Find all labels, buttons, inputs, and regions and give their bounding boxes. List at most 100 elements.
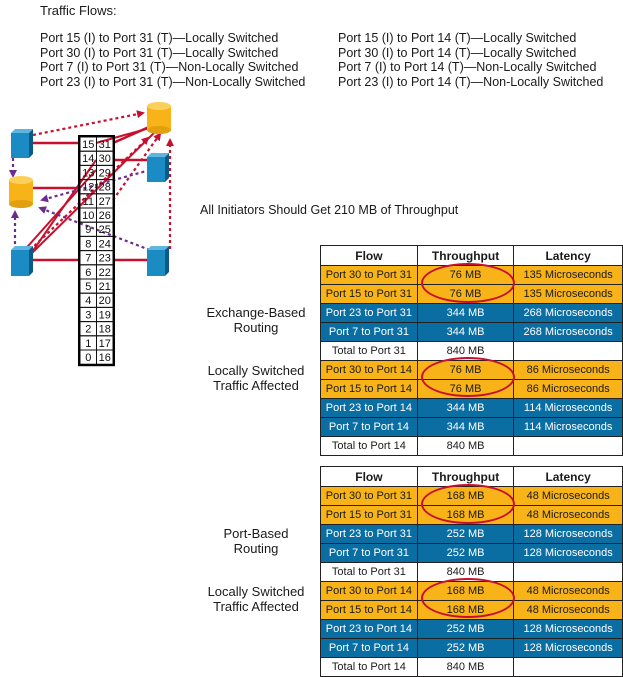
server-initiator-a bbox=[11, 129, 33, 158]
exchange-routing-table: Flow Throughput Latency Port 30 to Port … bbox=[320, 245, 623, 456]
switch-port-number: 23 bbox=[99, 253, 111, 265]
label-line: Port-Based bbox=[223, 526, 289, 541]
switch-port-number: 22 bbox=[99, 267, 111, 279]
server-initiator-c bbox=[11, 246, 33, 276]
throughput-statement: All Initiators Should Get 210 MB of Thro… bbox=[200, 203, 459, 217]
port-routing-label: Port-Based Routing bbox=[200, 526, 312, 556]
switch-port-number: 6 bbox=[85, 267, 91, 279]
throughput-cell: 840 MB bbox=[416, 562, 515, 582]
label-line: Traffic Affected bbox=[213, 378, 299, 393]
switch-port-number: 25 bbox=[99, 224, 111, 236]
flow-item: Port 30 (I) to Port 14 (T)—Locally Switc… bbox=[338, 45, 577, 60]
latency-cell: 48 Microseconds bbox=[513, 505, 623, 525]
flow-cell: Port 23 to Port 14 bbox=[320, 619, 418, 639]
latency-cell bbox=[513, 341, 623, 361]
flow-cell: Port 15 to Port 31 bbox=[320, 284, 418, 304]
switch-port-number: 15 bbox=[82, 139, 94, 151]
label-line: Routing bbox=[233, 541, 279, 556]
flow-line bbox=[19, 169, 97, 256]
throughput-cell: 840 MB bbox=[416, 341, 515, 361]
flow-cell: Total to Port 31 bbox=[320, 341, 418, 361]
latency-cell: 268 Microseconds bbox=[513, 303, 623, 323]
latency-cell: 128 Microseconds bbox=[513, 524, 623, 544]
flow-cell: Port 7 to Port 14 bbox=[320, 638, 418, 658]
flow-cell: Port 15 to Port 14 bbox=[320, 600, 418, 620]
flow-cell: Port 30 to Port 31 bbox=[320, 265, 418, 285]
col-flow-header: Flow bbox=[320, 245, 418, 266]
server-initiator-b bbox=[147, 153, 169, 182]
switch-port-number: 10 bbox=[82, 210, 94, 222]
col-latency-header: Latency bbox=[513, 245, 623, 266]
latency-cell: 268 Microseconds bbox=[513, 322, 623, 342]
flow-cell: Port 23 to Port 14 bbox=[320, 398, 418, 418]
switch-port-number: 12 bbox=[82, 182, 94, 194]
flow-cell: Port 7 to Port 14 bbox=[320, 417, 418, 437]
throughput-cell: 76 MB bbox=[416, 265, 515, 285]
switch-port-number: 0 bbox=[85, 352, 91, 364]
flow-item: Port 15 (I) to Port 31 (T)—Locally Switc… bbox=[40, 31, 279, 45]
label-line: Exchange-Based bbox=[206, 305, 306, 320]
label-line: Locally Switched bbox=[207, 584, 305, 599]
throughput-cell: 252 MB bbox=[416, 619, 515, 639]
throughput-cell: 344 MB bbox=[416, 322, 515, 342]
exchange-affected-label: Locally Switched Traffic Affected bbox=[200, 363, 312, 393]
flow-line bbox=[95, 125, 158, 144]
latency-cell bbox=[513, 562, 623, 582]
col-latency-header: Latency bbox=[513, 466, 623, 487]
switch-port-number: 4 bbox=[85, 295, 91, 307]
flows-to-port-31-list: Port 15 (I) to Port 31 (T)—Locally Switc… bbox=[40, 31, 305, 89]
switch-port-number: 31 bbox=[99, 139, 111, 151]
port-routing-table: Flow Throughput Latency Port 30 to Port … bbox=[320, 466, 623, 677]
switch-port-number: 20 bbox=[99, 295, 111, 307]
throughput-cell: 840 MB bbox=[416, 657, 515, 677]
latency-cell: 135 Microseconds bbox=[513, 284, 623, 304]
switch-port-number: 26 bbox=[99, 210, 111, 222]
throughput-cell: 168 MB bbox=[416, 505, 515, 525]
throughput-cell: 344 MB bbox=[416, 303, 515, 323]
throughput-cell: 252 MB bbox=[416, 543, 515, 563]
switch-port-number: 28 bbox=[99, 182, 111, 194]
label-line: Routing bbox=[233, 320, 279, 335]
storage-target-top bbox=[147, 102, 171, 134]
exchange-routing-label: Exchange-Based Routing bbox=[200, 305, 312, 335]
flow-item: Port 30 (I) to Port 31 (T)—Locally Switc… bbox=[40, 45, 279, 60]
latency-cell: 135 Microseconds bbox=[513, 265, 623, 285]
flow-cell: Port 30 to Port 31 bbox=[320, 486, 418, 506]
throughput-cell: 76 MB bbox=[416, 379, 515, 399]
flow-item: Port 23 (I) to Port 14 (T)—Non-Locally S… bbox=[338, 74, 604, 89]
flow-item: Port 15 (I) to Port 14 (T)—Locally Switc… bbox=[338, 31, 577, 45]
flow-cell: Port 15 to Port 14 bbox=[320, 379, 418, 399]
switch-port-number: 5 bbox=[85, 281, 91, 293]
flow-cell: Total to Port 14 bbox=[320, 436, 418, 456]
switch-port-number: 8 bbox=[85, 238, 91, 250]
flows-to-port-14-list: Port 15 (I) to Port 14 (T)—Locally Switc… bbox=[338, 31, 603, 89]
switch-port-number: 16 bbox=[99, 352, 111, 364]
throughput-cell: 76 MB bbox=[416, 284, 515, 304]
switch-port-number: 18 bbox=[99, 324, 111, 336]
latency-cell: 114 Microseconds bbox=[513, 417, 623, 437]
arrow-to-storage-top bbox=[112, 132, 162, 201]
throughput-cell: 168 MB bbox=[416, 581, 515, 601]
switch-outline bbox=[78, 135, 115, 367]
switch-port-number: 9 bbox=[85, 224, 91, 236]
switch-port-number: 14 bbox=[82, 153, 94, 165]
switch-port-number: 24 bbox=[99, 238, 111, 250]
col-throughput-header: Throughput bbox=[416, 466, 515, 487]
switch-port-number: 13 bbox=[82, 167, 94, 179]
flow-cell: Port 7 to Port 31 bbox=[320, 543, 418, 563]
traffic-flows-heading: Traffic Flows: bbox=[40, 3, 117, 18]
